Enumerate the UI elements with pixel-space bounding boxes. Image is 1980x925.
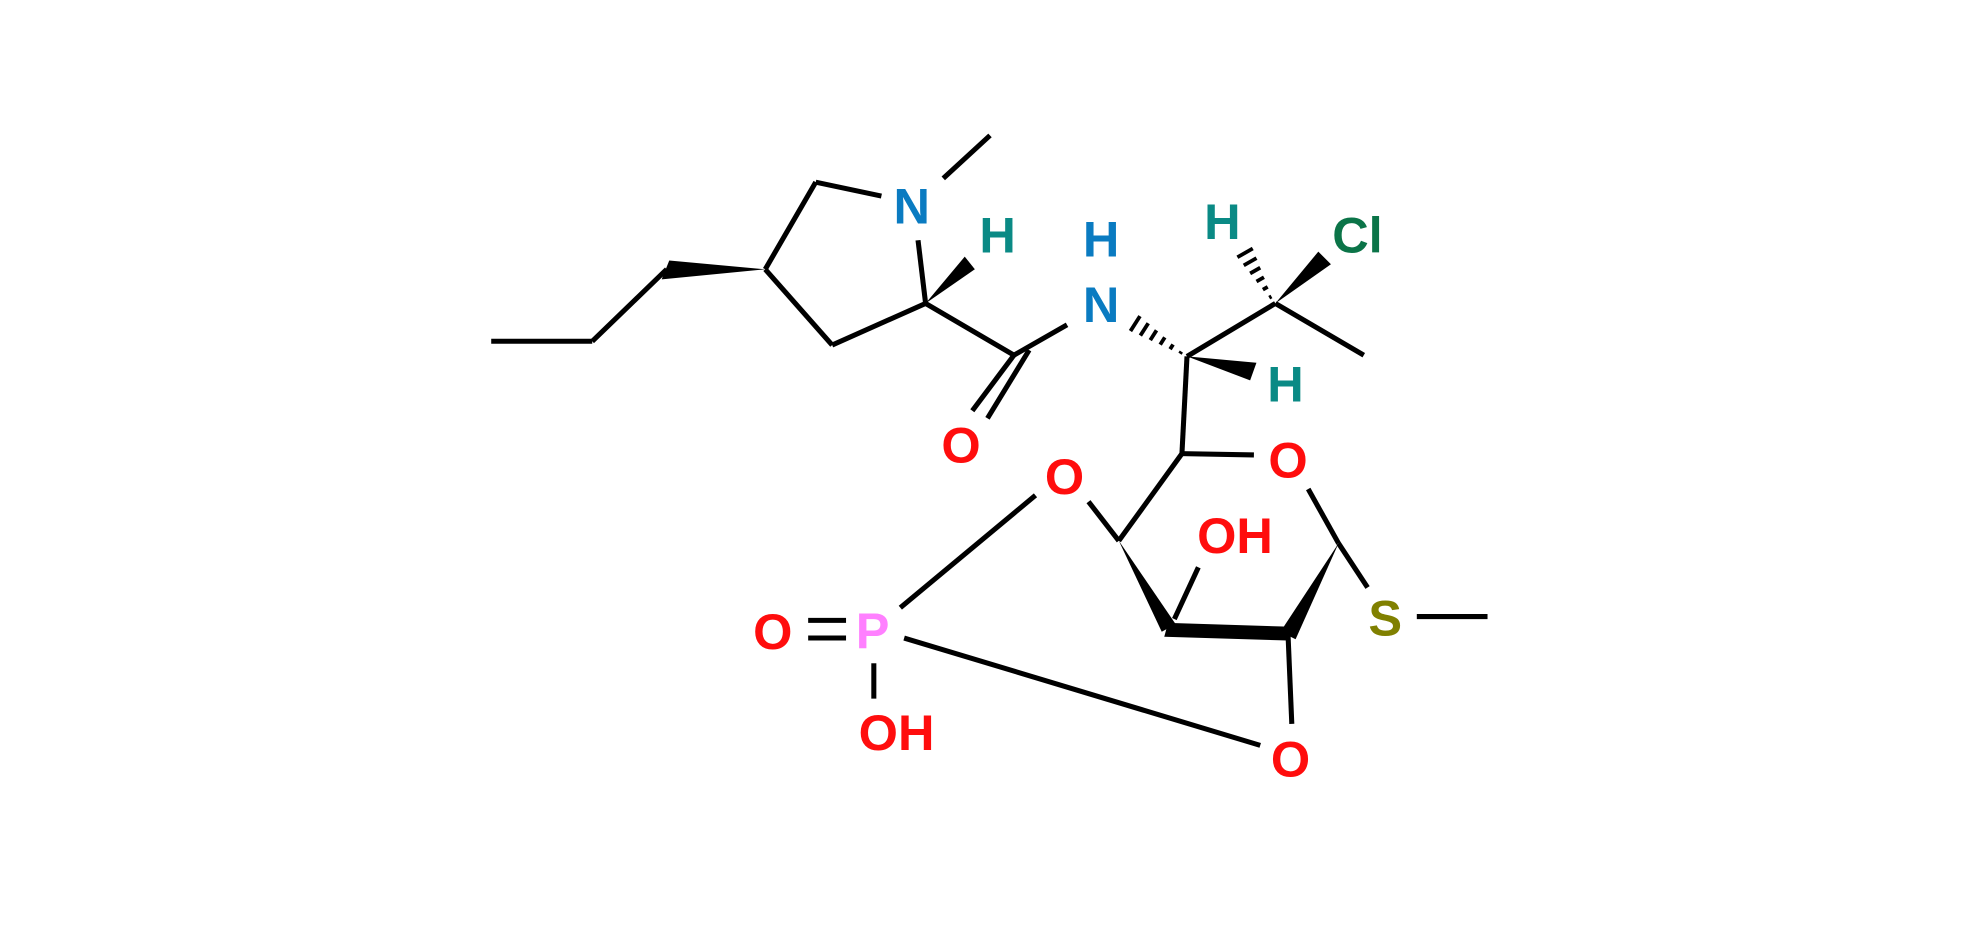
bond (763, 180, 818, 271)
wedge-bond (661, 260, 766, 280)
hash-mark (1158, 336, 1167, 346)
atom-h-amide: H (1083, 210, 1119, 267)
bond (1181, 451, 1254, 458)
atom-n-amide: N (1083, 276, 1119, 333)
hashed-bond (1128, 315, 1183, 355)
wedge-bond (1186, 356, 1257, 381)
atom-h-c7: H (1204, 193, 1240, 250)
hash-mark (1128, 315, 1142, 333)
atom-oh-c2: OH (1197, 507, 1273, 564)
wedge-bond (1275, 251, 1331, 304)
hash-mark (1138, 322, 1150, 337)
bond (1336, 541, 1370, 589)
atom-o-lower: O (1271, 731, 1310, 788)
hash-mark (1148, 329, 1159, 342)
atom-o-ring: O (1268, 431, 1307, 488)
bond (1086, 500, 1121, 543)
bond (941, 133, 992, 181)
double-bond (985, 348, 1032, 420)
hash-mark (1178, 350, 1183, 355)
wedge-bond (1118, 540, 1176, 632)
atom-oh-p: OH (859, 704, 935, 761)
hash-mark (1268, 294, 1273, 300)
bond (915, 239, 929, 304)
bond (924, 301, 1016, 358)
atom-o-p-double: O (753, 603, 792, 660)
hash-mark (1249, 266, 1262, 276)
atom-h-c6: H (1267, 356, 1303, 413)
bond (1179, 356, 1190, 454)
bond (1012, 322, 1069, 358)
wedge-bond (1280, 543, 1339, 640)
hash-mark (1236, 246, 1254, 259)
bond (815, 179, 882, 199)
atom-cl: Cl (1332, 207, 1383, 264)
bond (1185, 301, 1277, 359)
hash-mark (1261, 285, 1269, 292)
hashed-bond (1236, 246, 1273, 300)
atom-labels: N H O N H H Cl H O O OH S P O OH O (753, 178, 1402, 788)
bonds (491, 133, 1488, 748)
bold-bond (1164, 622, 1289, 641)
wedge-bond (925, 256, 975, 304)
bond (898, 493, 1038, 610)
atom-n-ring: N (893, 178, 929, 235)
atom-o-carbonyl: O (941, 416, 980, 473)
atom-h-c2: H (979, 207, 1015, 264)
bond (590, 267, 669, 344)
hash-mark (1242, 256, 1258, 268)
atom-p: P (856, 602, 890, 659)
hash-mark (1168, 343, 1175, 351)
bond (1306, 487, 1341, 545)
bond (831, 301, 927, 348)
atom-s: S (1368, 589, 1402, 646)
bond (1274, 301, 1366, 358)
bond (1285, 634, 1295, 724)
atom-o-bridge: O (1045, 448, 1084, 505)
bond (903, 635, 1261, 748)
hash-mark (1255, 275, 1265, 284)
double-bond (970, 353, 1017, 413)
bond (1116, 452, 1184, 543)
bond (763, 267, 835, 347)
bond (1172, 566, 1201, 621)
